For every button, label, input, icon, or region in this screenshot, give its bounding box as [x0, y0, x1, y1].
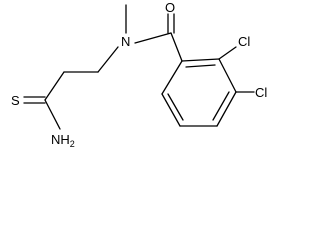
atom-labels: O N S NH2 Cl Cl — [11, 0, 267, 149]
bond-carbonyl-ring — [170, 32, 183, 62]
ring-bond-6 — [161, 60, 183, 95]
atom-nitrogen: N — [121, 34, 130, 49]
atom-amine: NH2 — [51, 132, 75, 149]
bond-lines — [23, 4, 255, 130]
ring-bond-3 — [216, 91, 237, 127]
molecule-structure: O N S NH2 Cl Cl — [11, 0, 267, 149]
bond-ring-cl-upper — [218, 46, 237, 60]
bond-n-ch2 — [97, 46, 119, 73]
bond-ch2-thioamide — [44, 71, 65, 101]
atom-oxygen: O — [165, 0, 175, 15]
ring-bond-1 — [181, 58, 220, 62]
atom-chlorine-upper: Cl — [238, 34, 250, 49]
ring-bond-5 — [161, 93, 181, 127]
atom-chlorine-lower: Cl — [255, 85, 267, 100]
atom-sulfur: S — [11, 93, 20, 108]
ring-bond-2 — [218, 58, 237, 93]
ring-inner-bond-3 — [167, 93, 184, 121]
ring-inner-bond-2 — [212, 91, 230, 121]
bond-c-nh2 — [44, 99, 61, 130]
bond-n-carbonyl — [134, 32, 172, 44]
ring-inner-bond-1 — [185, 64, 216, 68]
